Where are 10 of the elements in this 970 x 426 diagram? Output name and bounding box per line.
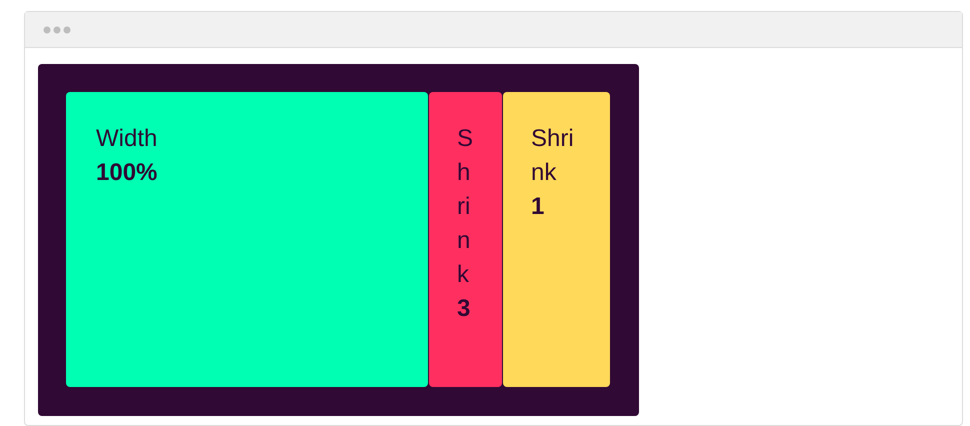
item-label: Shrink — [457, 124, 471, 290]
item-label: Width — [96, 124, 158, 154]
item-value: 3 — [457, 294, 471, 324]
flex-container — [38, 64, 639, 416]
flex-item — [66, 92, 428, 387]
item-value: 100% — [96, 158, 158, 188]
item-value: 1 — [531, 192, 546, 222]
item-label: Shrink — [531, 124, 575, 188]
flex-item — [429, 92, 502, 387]
flex-item — [503, 92, 610, 387]
